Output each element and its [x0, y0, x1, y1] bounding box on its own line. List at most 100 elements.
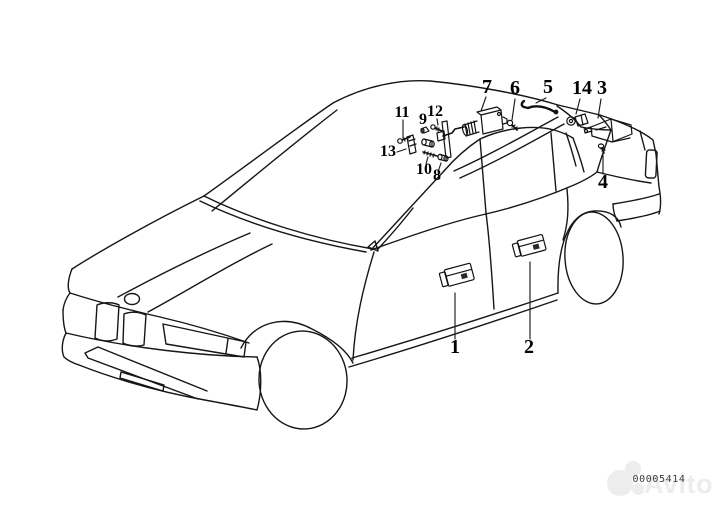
threaded-stud [422, 151, 438, 157]
trunk-near-edge [596, 171, 652, 184]
rod-end-ball [553, 109, 559, 115]
callout-number-3: 3 [597, 77, 607, 99]
headlight-divider [225, 338, 229, 354]
callout-number-7: 7 [482, 76, 492, 98]
leader-line-7 [480, 96, 487, 112]
switch-pin [568, 118, 574, 124]
switch-body-line [580, 114, 584, 126]
screw-threads [511, 124, 518, 130]
a-pillar-near [370, 170, 445, 251]
lock-stub-screw [583, 128, 589, 134]
hood-rear-edge [199, 200, 367, 253]
part-12-screw-drawing [430, 124, 443, 132]
part-9-nut-drawing [420, 126, 430, 134]
avito-logo-icon-small [625, 461, 641, 477]
actuator-connector [511, 242, 522, 258]
rear-wheel [564, 211, 624, 305]
grommet-end [429, 140, 435, 148]
clip-body [406, 134, 417, 155]
part-6-screw-drawing [506, 119, 518, 131]
leader-line-9 [422, 127, 425, 131]
solenoid-end [461, 124, 469, 136]
lock-body-edge [610, 118, 614, 142]
grommet-body [423, 138, 433, 148]
rod [520, 99, 557, 114]
a-pillar-near-inner [377, 207, 414, 250]
nut-body [420, 126, 430, 134]
actuator-split-line [518, 239, 544, 248]
leader-line-13 [396, 148, 407, 153]
switch-body [574, 113, 589, 127]
actuator-label-patch [460, 272, 468, 280]
leader-line-10 [425, 156, 429, 165]
actuator-box [516, 234, 547, 257]
callout-number-14: 14 [572, 77, 592, 99]
a-pillar-far [203, 102, 334, 197]
part-14-switch-drawing [566, 113, 589, 127]
callout-number-10: 10 [416, 161, 432, 178]
license-recess [119, 371, 165, 392]
plate [441, 120, 452, 159]
car-body-drawing [61, 79, 662, 430]
hood-front-edge [67, 268, 250, 344]
part-8-nut-drawing [437, 153, 449, 162]
solenoid-top [463, 120, 478, 126]
leader-line-8 [437, 162, 442, 173]
rear-door-shutline [562, 188, 569, 241]
actuator-tab [502, 116, 508, 125]
c-pillar-inner [565, 132, 577, 167]
actuator-label-patch [532, 243, 540, 250]
part-4-screw-drawing [597, 143, 606, 154]
part-7-actuator-drawing [436, 106, 508, 142]
beltline [370, 171, 598, 251]
screw-head [506, 119, 514, 127]
nut-body [439, 153, 447, 162]
clip-notches [408, 138, 417, 147]
nut-end [443, 155, 449, 162]
part-glyphs [397, 99, 633, 288]
trunk-shutline [639, 130, 646, 151]
a-pillar-far-inner [211, 109, 338, 212]
actuator-body-edge [480, 109, 502, 116]
screw-head [397, 138, 403, 144]
rear-bumper-left-end [612, 203, 618, 222]
backlight-bottom-edge [580, 126, 612, 131]
callout-number-8: 8 [433, 167, 441, 184]
nut-face [420, 128, 425, 134]
callout-number-11: 11 [394, 104, 409, 121]
screw-threads [600, 147, 606, 152]
part-13-clip-drawing [406, 134, 417, 155]
callout-number-12: 12 [427, 103, 443, 120]
lock-rod-line-1 [453, 116, 559, 172]
leader-line-5 [535, 97, 547, 104]
callout-number-13: 13 [380, 143, 396, 160]
avito-logo-icon [607, 470, 633, 496]
lock-base [611, 137, 631, 143]
callout-leader-lines [396, 96, 604, 340]
stud-threads [423, 150, 435, 158]
callout-number-1: 1 [450, 336, 460, 358]
lock-detail [595, 126, 607, 131]
callout-number-2: 2 [524, 336, 534, 358]
front-left-lower-edge [61, 309, 80, 366]
front-door-gap [485, 212, 495, 310]
screw-shaft [401, 136, 411, 141]
front-door-shutline [352, 251, 375, 361]
avito-logo-icon-tiny [632, 483, 644, 495]
front-wheel-arch [240, 320, 354, 364]
kidney-grille-right [122, 311, 147, 347]
avito-watermark-text: Avito [644, 469, 713, 499]
leader-line-12 [436, 118, 439, 126]
drip-rail [443, 126, 574, 172]
hood-crease-1 [117, 232, 251, 298]
rear-bumper-bottom [616, 210, 661, 222]
callout-number-4: 4 [598, 171, 608, 193]
image-code: 00005414 [633, 474, 686, 485]
c-pillar [572, 137, 585, 173]
leader-line-6 [511, 98, 516, 121]
part-1-front-door-actuator-drawing [438, 262, 475, 288]
headlight [162, 323, 247, 358]
bumper-rub-strip [84, 346, 208, 400]
